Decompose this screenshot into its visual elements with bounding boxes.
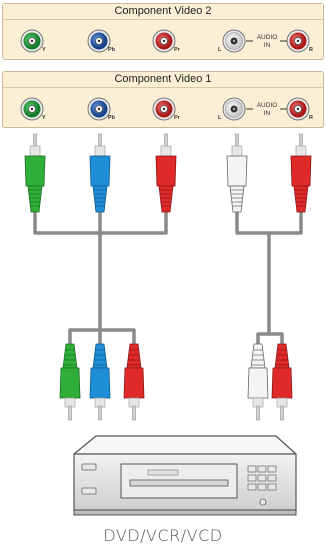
lower-plug-blue-icon xyxy=(89,343,111,421)
pr-jack-icon[interactable] xyxy=(152,29,176,53)
audio-in-label: AUDIO IN xyxy=(256,34,278,49)
panel-title: Component Video 2 xyxy=(3,4,323,20)
upper-plug-white-icon xyxy=(226,133,248,213)
jack-label-r: R xyxy=(309,47,313,53)
lower-plug-green-icon xyxy=(59,343,81,421)
upper-plug-red-audio-icon xyxy=(290,133,312,213)
jack-label-y: Y xyxy=(42,115,46,121)
device-caption: DVD/VCR/VCD xyxy=(103,526,223,545)
upper-plug-red-icon xyxy=(155,133,177,213)
jack-label-y: Y xyxy=(42,47,46,53)
pb-jack-icon[interactable] xyxy=(87,29,111,53)
jack-label-pr: Pr xyxy=(174,47,180,53)
audio-r-jack-icon[interactable] xyxy=(286,97,310,121)
pr-jack-icon[interactable] xyxy=(152,97,176,121)
jack-label-pb: Pb xyxy=(108,47,116,53)
panel2-jacks xyxy=(20,29,310,53)
pb-jack-icon[interactable] xyxy=(87,97,111,121)
jack-label-pr: Pr xyxy=(174,115,180,121)
audio-l-jack-icon[interactable] xyxy=(222,97,246,121)
y-jack-icon[interactable] xyxy=(20,97,44,121)
panel-title: Component Video 1 xyxy=(3,72,323,88)
jack-label-l: L xyxy=(218,47,222,53)
audio-l-jack-icon[interactable] xyxy=(222,29,246,53)
lower-plug-white-icon xyxy=(247,343,269,421)
audio-r-jack-icon[interactable] xyxy=(286,29,310,53)
y-jack-icon[interactable] xyxy=(20,29,44,53)
jack-label-pb: Pb xyxy=(108,115,116,121)
jack-label-l: L xyxy=(218,115,222,121)
upper-plug-green-icon xyxy=(24,133,46,213)
audio-in-label: AUDIO IN xyxy=(256,102,278,117)
lower-plug-red-icon xyxy=(123,343,145,421)
upper-plug-blue-icon xyxy=(89,133,111,213)
lower-plug-red-audio-icon xyxy=(271,343,293,421)
video-cable xyxy=(33,212,168,344)
audio-cable xyxy=(235,212,303,344)
dvd-player-icon xyxy=(73,435,297,516)
panel1-jacks xyxy=(20,97,310,121)
jack-label-r: R xyxy=(309,115,313,121)
